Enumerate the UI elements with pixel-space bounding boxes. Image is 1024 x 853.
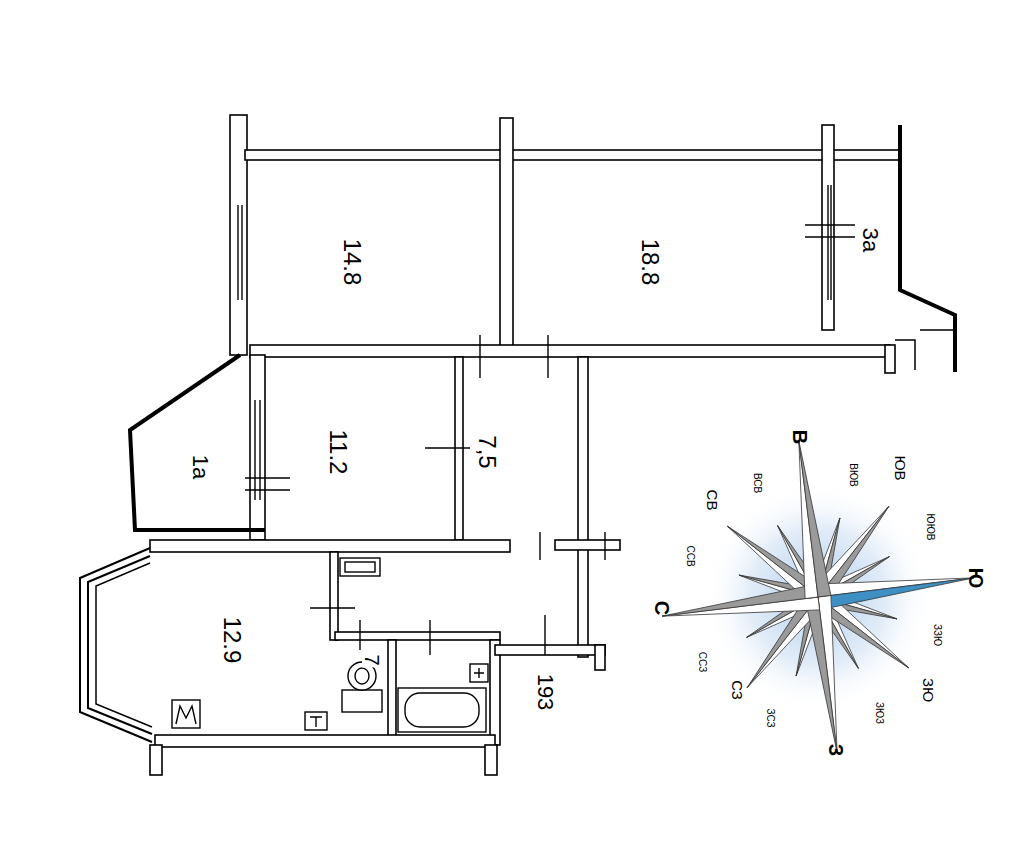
room-area: 3a — [859, 226, 881, 254]
rose-point — [799, 441, 831, 597]
room-area: 7 — [362, 652, 382, 667]
compass-label: ЗСЗ — [765, 708, 775, 727]
compass-label: ССВ — [685, 545, 695, 566]
room-area: 14.8 — [340, 237, 364, 288]
compass-label: СВ — [705, 490, 720, 511]
room-area: 7,5 — [475, 433, 499, 470]
room-area: 18.8 — [638, 237, 662, 288]
room-area: 1a — [189, 453, 211, 481]
compass-label: СЗ — [730, 680, 745, 700]
compass-label: ЗЮ — [921, 678, 936, 702]
compass-label: ЮВ — [893, 455, 908, 480]
compass-label: ЮЮВ — [925, 514, 935, 541]
compass-label: З — [826, 744, 846, 757]
compass-label: ЗЗЮ — [932, 624, 942, 646]
compass-label: ЗЮЗ — [874, 702, 884, 724]
rose-point — [662, 584, 818, 616]
compass-label: ВЮВ — [848, 463, 858, 486]
fixtures — [172, 558, 488, 732]
rose-point — [818, 578, 974, 610]
compass-label: Ю — [966, 568, 986, 589]
compass-label: ССЗ — [697, 652, 707, 672]
dimension: 193 — [534, 672, 556, 713]
room-area: 12.9 — [220, 615, 244, 666]
compass-label: В — [790, 430, 810, 444]
compass-label: ВСВ — [752, 473, 762, 493]
room-area: 11.2 — [326, 428, 350, 477]
compass-label: С — [652, 601, 672, 615]
compass-rose — [662, 441, 974, 753]
windows — [238, 185, 831, 500]
rose-point — [805, 597, 837, 753]
